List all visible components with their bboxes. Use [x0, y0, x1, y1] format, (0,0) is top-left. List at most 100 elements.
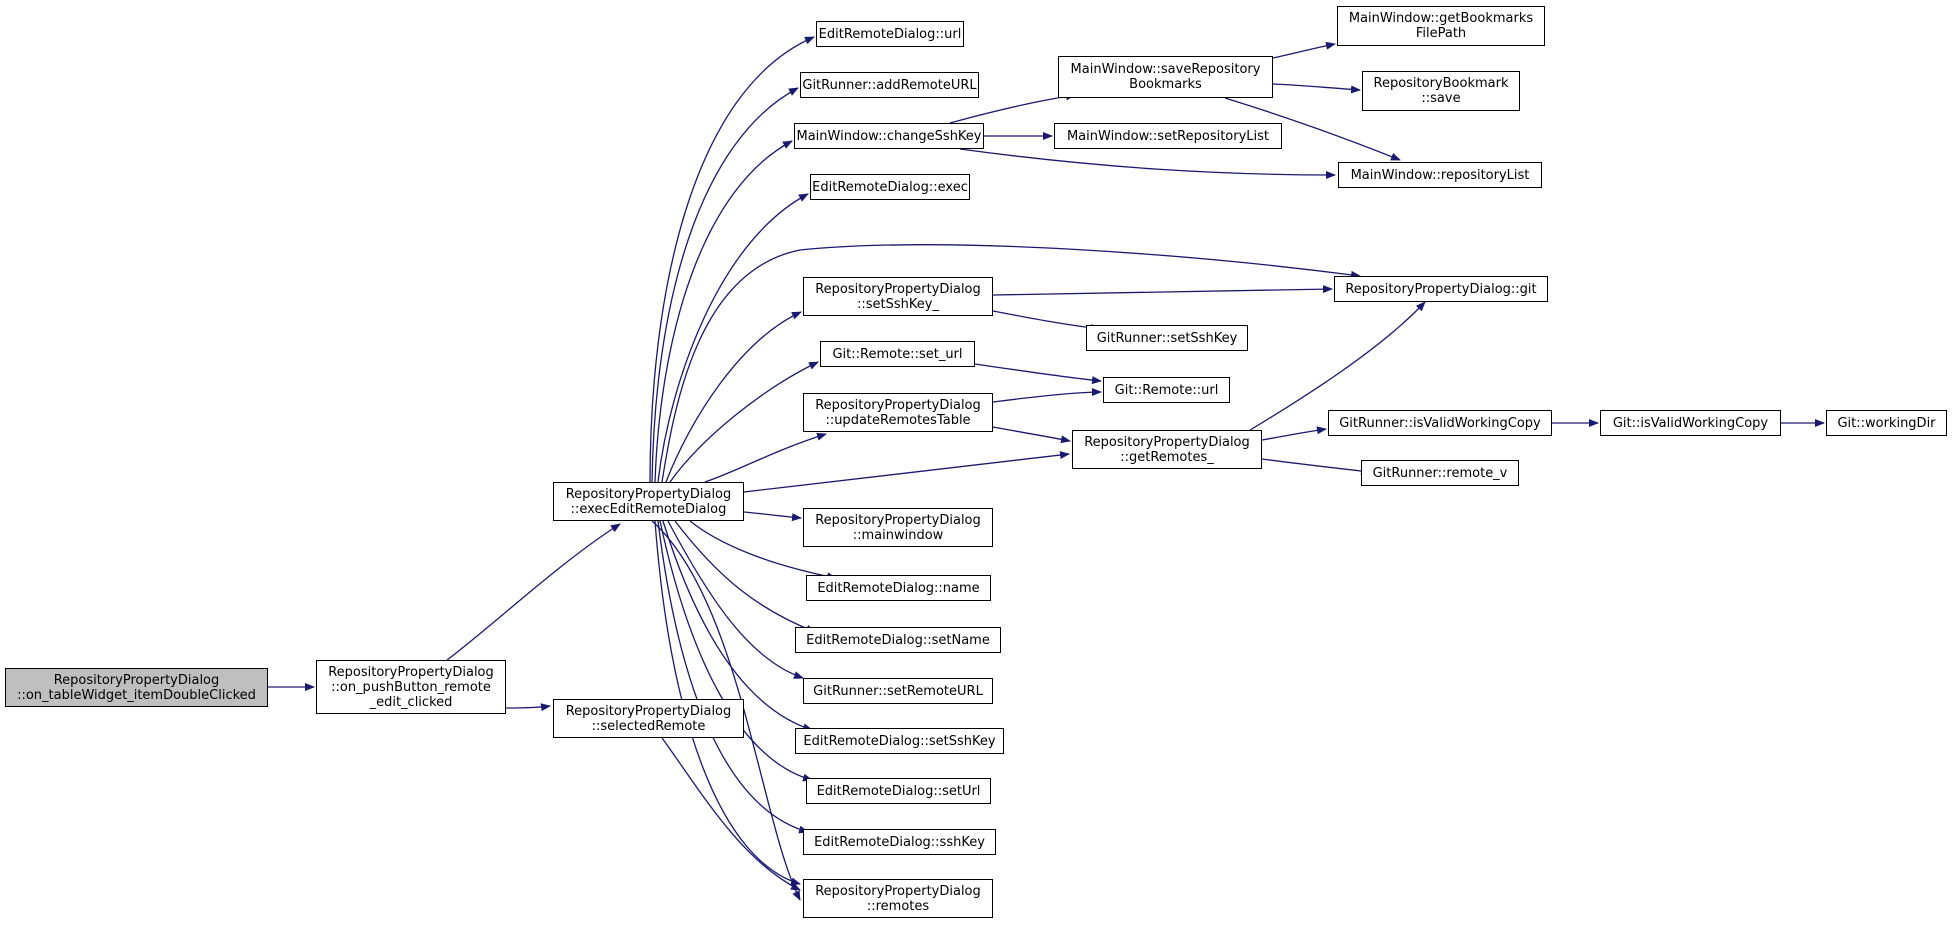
edge-exec-to-erd-url [649, 36, 815, 483]
edge-change-to-savebm [949, 92, 1076, 124]
node-label-line: EditRemoteDialog::name [817, 580, 980, 596]
node-label-line: MainWindow::repositoryList [1350, 167, 1530, 183]
node-repositorybookmark-save[interactable]: RepositoryBookmark::save [1362, 71, 1520, 111]
node-label-line: RepositoryPropertyDialog [815, 281, 981, 297]
node-label-line: RepositoryPropertyDialog [565, 703, 732, 719]
edge-exec-to-update [704, 432, 827, 483]
node-rpd-getremotes[interactable]: RepositoryPropertyDialog::getRemotes_ [1072, 430, 1262, 469]
node-label-line: EditRemoteDialog::setName [806, 632, 990, 648]
edge-seturl-to-remoteurl [974, 363, 1102, 385]
node-editremotedialog-seturl[interactable]: EditRemoteDialog::setUrl [806, 778, 991, 804]
node-label-line: GitRunner::remote_v [1372, 465, 1508, 481]
node-label-line: GitRunner::addRemoteURL [802, 77, 977, 93]
node-label-line: EditRemoteDialog::exec [812, 179, 968, 195]
node-git-remote-url[interactable]: Git::Remote::url [1103, 377, 1230, 403]
node-label-line: EditRemoteDialog::setUrl [816, 783, 981, 799]
node-git-isvalidworkingcopy[interactable]: Git::isValidWorkingCopy [1600, 410, 1781, 436]
edge-exec-to-changessh [654, 140, 793, 483]
node-label-line: RepositoryPropertyDialog [815, 512, 981, 528]
node-editremotedialog-sshkey[interactable]: EditRemoteDialog::sshKey [803, 829, 996, 855]
node-updateremotestable[interactable]: RepositoryPropertyDialog::updateRemotesT… [803, 393, 993, 432]
node-label-line: EditRemoteDialog::url [818, 26, 962, 42]
node-label-line: ::setSshKey_ [857, 296, 939, 312]
node-label-line: RepositoryPropertyDialog [565, 486, 732, 502]
node-label-line: EditRemoteDialog::setSshKey [803, 733, 996, 749]
node-label-line: RepositoryPropertyDialog [815, 883, 981, 899]
node-label-line: Bookmarks [1129, 77, 1202, 92]
node-label-line: RepositoryPropertyDialog [328, 664, 494, 680]
node-selectedremote[interactable]: RepositoryPropertyDialog::selectedRemote [553, 699, 744, 738]
node-mainwindow-repositorylist[interactable]: MainWindow::repositoryList [1338, 162, 1542, 188]
node-label-line: RepositoryPropertyDialog [1084, 434, 1250, 450]
edge-exec-to-setssh [665, 311, 802, 483]
edge-exec-to-erdsshkey [657, 520, 809, 834]
edge-savebm-to-getbm [1272, 41, 1336, 59]
node-gitrunner-setremoteurl[interactable]: GitRunner::setRemoteURL [803, 678, 993, 704]
edge-exec-to-erdsetssh [662, 520, 813, 732]
node-label-line: RepositoryPropertyDialog [815, 397, 981, 413]
node-label-line: ::execEditRemoteDialog [570, 501, 727, 517]
edge-exec-to-setremoteurl [667, 520, 804, 679]
node-editremotedialog-setsshkey[interactable]: EditRemoteDialog::setSshKey [795, 728, 1004, 754]
node-label-line: ::on_pushButton_remote [331, 679, 491, 695]
node-gitrunner-addremoteurl[interactable]: GitRunner::addRemoteURL [800, 72, 979, 98]
node-execeditremotedialog[interactable]: RepositoryPropertyDialog::execEditRemote… [553, 482, 744, 521]
edge-exec-to-setname [674, 520, 816, 633]
node-label-line: ::on_tableWidget_itemDoubleClicked [17, 687, 256, 703]
node-label-line: ::updateRemotesTable [825, 412, 971, 428]
node-setsshkey-underscore[interactable]: RepositoryPropertyDialog::setSshKey_ [803, 277, 993, 316]
node-label-line: Git::Remote::set_url [832, 346, 963, 362]
node-gitrunner-remote-v[interactable]: GitRunner::remote_v [1361, 460, 1519, 486]
node-label-line: ::remotes [866, 898, 930, 914]
node-editremotedialog-setname[interactable]: EditRemoteDialog::setName [795, 627, 1001, 653]
node-editremotedialog-name[interactable]: EditRemoteDialog::name [806, 575, 991, 601]
node-label-line: ::selectedRemote [591, 718, 706, 734]
node-label-line: MainWindow::setRepositoryList [1066, 128, 1270, 144]
node-label-line: EditRemoteDialog::sshKey [814, 834, 985, 850]
edge-getremotes-to-rpdgit [1249, 301, 1426, 431]
node-gitrunner-isvalidworkingcopy[interactable]: GitRunner::isValidWorkingCopy [1328, 410, 1552, 436]
node-label-line: MainWindow::getBookmarks [1348, 11, 1534, 26]
node-label-line: FilePath [1415, 26, 1467, 41]
node-label-line: GitRunner::setSshKey [1096, 330, 1238, 346]
node-on-pushbutton-remote-edit-clicked[interactable]: RepositoryPropertyDialog::on_pushButton_… [316, 660, 506, 714]
node-git-remote-set-url[interactable]: Git::Remote::set_url [820, 341, 975, 367]
node-label-line: GitRunner::isValidWorkingCopy [1339, 415, 1541, 431]
edge-exec-to-erdseturl [659, 520, 813, 782]
edge-savebm-to-rbsave [1272, 83, 1361, 94]
node-rpd-git[interactable]: RepositoryPropertyDialog::git [1334, 276, 1548, 302]
edge-pushbtn-to-exec [446, 523, 621, 661]
node-mainwindow-setrepositorylist[interactable]: MainWindow::setRepositoryList [1054, 123, 1282, 149]
node-root-on-tablewidget-itemdoubleclicked: RepositoryPropertyDialog::on_tableWidget… [5, 668, 268, 707]
node-label-line: MainWindow::saveRepository [1070, 62, 1261, 77]
node-rpd-mainwindow[interactable]: RepositoryPropertyDialog::mainwindow [803, 508, 993, 547]
edge-selected-to-remotes [661, 737, 801, 891]
node-label-line: MainWindow::changeSshKey [796, 128, 982, 144]
edge-exec-to-getremotes [743, 451, 1070, 493]
edge-getremotes-to-isvalid [1261, 426, 1327, 441]
node-gitrunner-setsshkey[interactable]: GitRunner::setSshKey [1086, 325, 1248, 351]
edge-setssh-to-grsetssh [992, 310, 1101, 332]
node-label-line: ::getRemotes_ [1120, 449, 1214, 465]
node-mainwindow-changesshkey[interactable]: MainWindow::changeSshKey [794, 123, 984, 149]
node-label-line: ::save [1421, 91, 1461, 106]
node-editremotedialog-url[interactable]: EditRemoteDialog::url [816, 21, 964, 47]
edge-exec-to-addurl [651, 87, 799, 483]
node-editremotedialog-exec[interactable]: EditRemoteDialog::exec [810, 174, 970, 200]
node-git-workingdir[interactable]: Git::workingDir [1826, 410, 1947, 436]
edge-savebm-to-repolist [1224, 97, 1401, 161]
node-label-line: Git::Remote::url [1114, 382, 1219, 398]
edge-exec-to-seturl [669, 361, 819, 483]
edge-change-to-repolist [959, 148, 1336, 179]
edge-exec-to-mainwin [743, 511, 802, 522]
node-label-line: Git::isValidWorkingCopy [1612, 415, 1769, 431]
edge-exec-to-remotes [654, 520, 801, 886]
edge-setssh-to-rpdgit [992, 285, 1333, 296]
node-label-line: RepositoryPropertyDialog::git [1345, 281, 1537, 297]
node-label-line: GitRunner::setRemoteURL [813, 683, 983, 699]
node-rpd-remotes[interactable]: RepositoryPropertyDialog::remotes [803, 879, 993, 918]
node-label-line: ::mainwindow [852, 527, 944, 543]
